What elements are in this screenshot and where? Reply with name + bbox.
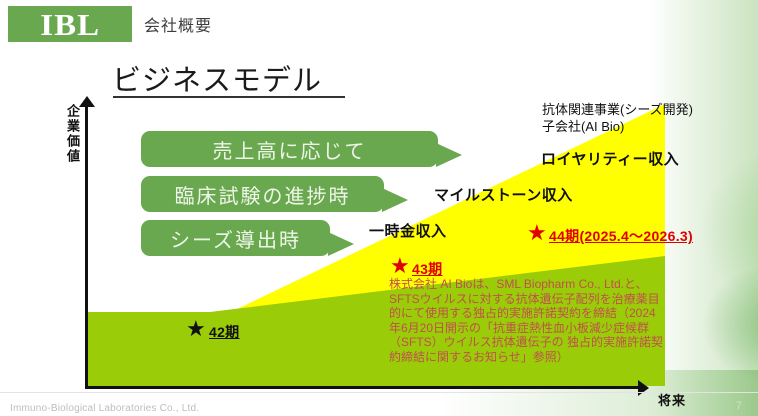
callout-tail-icon — [436, 143, 462, 167]
star-icon-period-43: ★ — [390, 253, 410, 278]
footer-divider — [0, 392, 758, 393]
business-note-line1: 抗体関連事業(シーズ開発) — [542, 102, 694, 117]
callout-sales-based: 売上高に応じて — [141, 131, 438, 167]
star-icon-period-42: ★ — [186, 316, 206, 341]
period-label-44: 44期(2025.4～2026.3) — [549, 228, 693, 244]
disclosure-text: 株式会社 AI Bioは、SML Biopharm Co., Ltd.と、SFT… — [389, 277, 664, 364]
x-axis-line — [85, 386, 641, 389]
callout-tail-icon — [328, 232, 354, 256]
business-note-line2: 子会社(AI Bio) — [542, 119, 625, 134]
callout-tail-icon — [382, 188, 408, 212]
ibl-logo: IBL — [8, 6, 132, 42]
slide-header: IBL 会社概要 — [0, 0, 758, 48]
revenue-label-royalty: ロイヤリティー収入 — [541, 151, 680, 168]
y-axis-label: 企業価値 — [65, 104, 80, 164]
callout-label: 臨床試験の進捗時 — [174, 185, 351, 208]
page-title: ビジネスモデル — [112, 65, 323, 97]
period-label-43: 43期 — [412, 261, 443, 277]
revenue-label-upfront: 一時金収入 — [369, 223, 447, 240]
star-icon-period-44: ★ — [527, 220, 547, 245]
footer-company-name: Immuno-Biological Laboratories Co., Ltd. — [10, 403, 200, 414]
y-axis-arrowhead-icon — [79, 96, 95, 107]
callout-clinical-progress: 臨床試験の進捗時 — [141, 176, 384, 212]
page-title-underline — [113, 96, 345, 98]
y-axis-line — [85, 103, 88, 389]
callout-label: シーズ導出時 — [170, 229, 301, 252]
x-axis-arrowhead-icon — [638, 380, 649, 396]
ibl-logo-text: IBL — [40, 6, 100, 42]
revenue-label-milestone: マイルストーン収入 — [434, 187, 573, 204]
x-axis-label: 将来 — [658, 393, 687, 408]
business-note: 抗体関連事業(シーズ開発) 子会社(AI Bio) — [542, 101, 693, 135]
header-title: 会社概要 — [144, 18, 213, 35]
page-number: 7 — [735, 400, 742, 412]
callout-label: 売上高に応じて — [212, 140, 367, 163]
callout-seeds-outlicensing: シーズ導出時 — [141, 220, 330, 256]
period-label-42: 42期 — [209, 324, 240, 340]
